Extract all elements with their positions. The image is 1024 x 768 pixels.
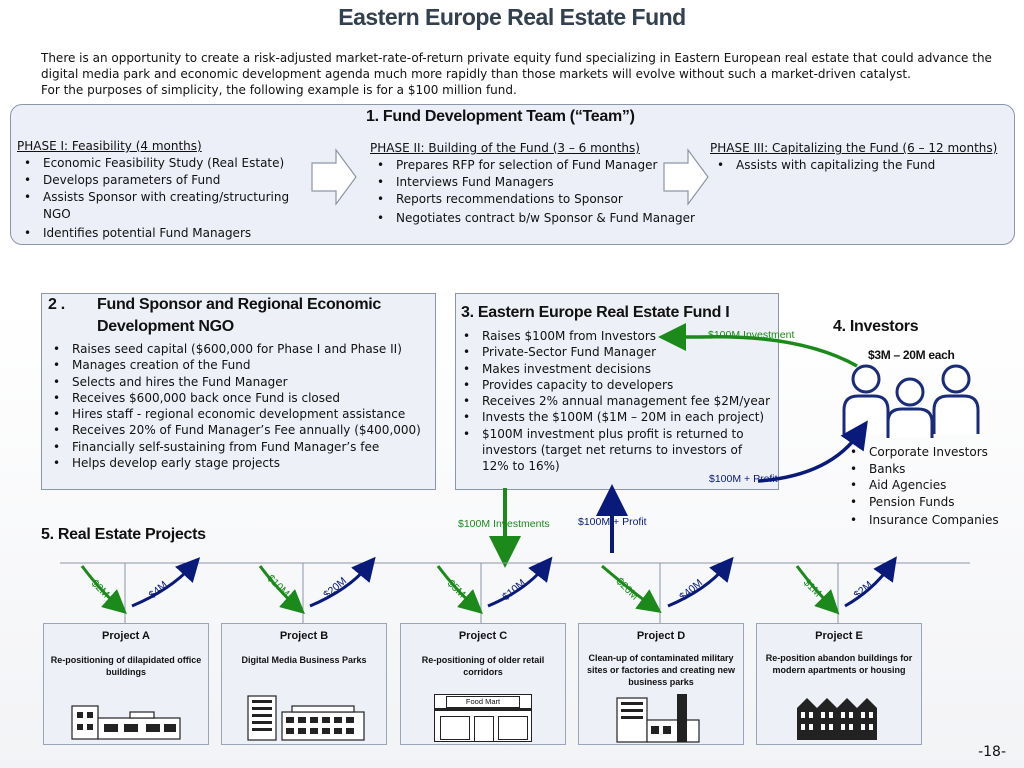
phase-arrow-icon (311, 148, 357, 206)
project-c-desc: Re-positioning of older retail corridors (421, 655, 545, 677)
profit-up-label: $100M + Profit (578, 516, 647, 528)
sponsor-title-1: Fund Sponsor and Regional Economic (97, 296, 382, 313)
investor-item: Banks (843, 461, 999, 478)
project-d-name: Project D (636, 630, 686, 642)
page-title: Eastern Europe Real Estate Fund (338, 4, 686, 30)
project-a-desc: Re-positioning of dilapidated office bui… (50, 655, 202, 677)
intro-line-2: For the purposes of simplicity, the foll… (41, 83, 517, 97)
apartments-icon (797, 698, 877, 740)
phase-3-title: PHASE III: Capitalizing the Fund (6 – 12… (710, 141, 998, 155)
fund-title: 3. Eastern Europe Real Estate Fund I (461, 304, 730, 321)
intro-text: There is an opportunity to create a risk… (41, 50, 1011, 98)
investor-item: Corporate Investors (843, 444, 999, 461)
phase-2-item: Reports recommendations to Sponsor (370, 191, 700, 208)
intro-line-1: There is an opportunity to create a risk… (41, 51, 992, 81)
projects-title: 5. Real Estate Projects (41, 526, 206, 543)
fund-item: Makes investment decisions (456, 361, 774, 378)
investor-list: Corporate Investors Banks Aid Agencies P… (843, 444, 999, 529)
project-c-name: Project C (458, 630, 508, 642)
sponsor-title-2: Development NGO (97, 318, 234, 335)
phase-2: PHASE II: Building of the Fund (3 – 6 mo… (370, 140, 700, 227)
fund-item: Raises $100M from Investors (456, 328, 774, 345)
sponsor-item: Receives 20% of Fund Manager’s Fee annua… (46, 422, 431, 439)
factory-icon (616, 694, 700, 743)
phase-2-item: Prepares RFP for selection of Fund Manag… (370, 157, 700, 174)
project-a-card: Project A Re-positioning of dilapidated … (43, 623, 209, 745)
investors-people-icon (842, 364, 980, 438)
phase-2-item: Negotiates contract b/w Sponsor & Fund M… (370, 210, 700, 227)
sponsor-item: Selects and hires the Fund Manager (46, 374, 431, 391)
project-d-desc: Clean-up of contaminated military sites … (586, 653, 736, 687)
page-number: -18- (978, 744, 1006, 760)
fund-item: Receives 2% annual management fee $2M/ye… (456, 393, 774, 410)
phase-2-title: PHASE II: Building of the Fund (3 – 6 mo… (370, 141, 640, 155)
project-c-card: Project C Re-positioning of older retail… (400, 623, 566, 745)
food-mart-sign: Food Mart (446, 696, 520, 708)
project-e-name: Project E (815, 630, 863, 642)
phase-3: PHASE III: Capitalizing the Fund (6 – 12… (710, 140, 1010, 174)
project-b-desc: Digital Media Business Parks (241, 655, 367, 665)
phase-2-item: Interviews Fund Managers (370, 174, 700, 191)
phase-1-item: Identifies potential Fund Managers (17, 225, 317, 242)
sponsor-box: 2 . Fund Sponsor and Regional Economic D… (41, 293, 436, 490)
fund-item: Provides capacity to developers (456, 377, 774, 394)
investors-title: 4. Investors (833, 318, 919, 335)
sponsor-item: Helps develop early stage projects (46, 455, 431, 472)
retail-store-icon: Food Mart (434, 694, 532, 742)
phase-1: PHASE I: Feasibility (4 months) Economic… (17, 138, 317, 242)
investors-range: $3M – 20M each (868, 348, 955, 362)
project-a-name: Project A (102, 630, 150, 642)
office-building-icon (71, 705, 181, 740)
sponsor-item: Financially self-sustaining from Fund Ma… (46, 439, 431, 456)
phase-3-item: Assists with capitalizing the Fund (710, 157, 1010, 174)
phase-1-item: Economic Feasibility Study (Real Estate) (17, 155, 317, 172)
fund-item: Private-Sector Fund Manager (456, 344, 774, 361)
investor-item: Insurance Companies (843, 512, 999, 529)
project-e-desc: Re-position abandon buildings for modern… (765, 653, 913, 675)
sponsor-item: Hires staff - regional economic developm… (46, 406, 431, 423)
investor-item: Aid Agencies (843, 477, 999, 494)
investment-in-label: $100M Investment (708, 329, 795, 341)
phase-1-item: Develops parameters of Fund (17, 172, 317, 189)
business-park-icon (247, 695, 365, 741)
fund-item: Invests the $100M ($1M – 20M in each pro… (456, 409, 774, 426)
fund-item: $100M investment plus profit is returned… (456, 426, 774, 475)
team-title: 1. Fund Development Team (“Team”) (366, 108, 635, 125)
investor-item: Pension Funds (843, 494, 999, 511)
phase-arrow-icon (663, 148, 709, 206)
project-d-card: Project D Clean-up of contaminated milit… (578, 623, 744, 745)
sponsor-item: Raises seed capital ($600,000 for Phase … (46, 341, 431, 358)
phase-1-item: Assists Sponsor with creating/structurin… (17, 189, 317, 223)
sponsor-number: 2 . (48, 296, 65, 313)
profit-out-label: $100M + Profit (709, 473, 778, 485)
investments-down-label: $100M Investments (458, 518, 550, 530)
project-b-card: Project B Digital Media Business Parks (221, 623, 387, 745)
fund-box: 3. Eastern Europe Real Estate Fund I Rai… (455, 293, 779, 490)
sponsor-item: Receives $600,000 back once Fund is clos… (46, 390, 431, 407)
project-b-name: Project B (279, 630, 329, 642)
project-e-card: Project E Re-position abandon buildings … (756, 623, 922, 745)
phase-1-title: PHASE I: Feasibility (4 months) (17, 139, 202, 153)
sponsor-item: Manages creation of the Fund (46, 357, 431, 374)
